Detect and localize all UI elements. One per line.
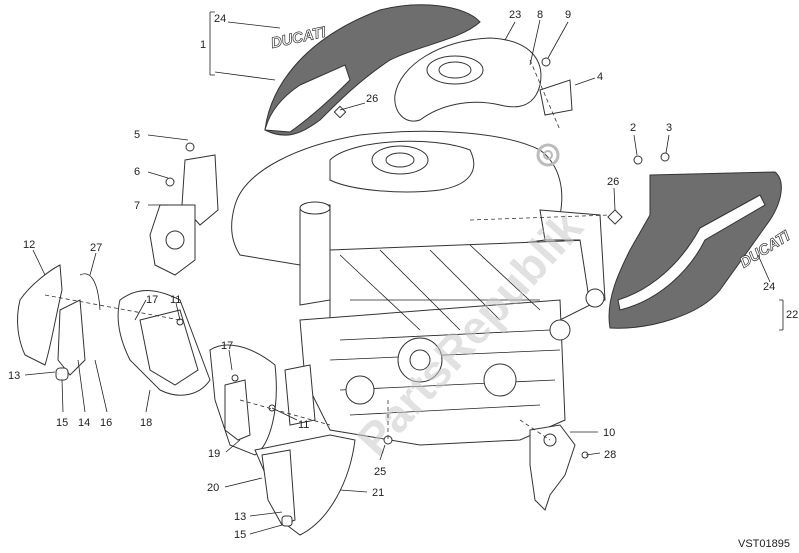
callout-13-bottom: 13 <box>234 511 246 523</box>
callout-26-right: 26 <box>607 176 619 188</box>
callout-4: 4 <box>597 71 603 83</box>
callout-3: 3 <box>666 122 672 134</box>
callout-15-bottom: 15 <box>234 529 246 541</box>
bracket-lower-right <box>529 424 576 511</box>
assembly-dash-lines <box>44 59 611 441</box>
callout-24-right: 24 <box>763 281 775 293</box>
callout-13-left: 13 <box>8 370 20 382</box>
callout-17-left: 17 <box>146 294 158 306</box>
callout-5: 5 <box>134 129 140 141</box>
callout-11-left: 11 <box>170 294 181 306</box>
callout-15-left: 15 <box>56 417 68 429</box>
callout-22: 22 <box>786 309 798 321</box>
callout-24-top: 24 <box>214 13 226 25</box>
callout-9: 9 <box>565 9 571 21</box>
callout-20: 20 <box>207 482 219 494</box>
callout-26-top: 26 <box>366 93 378 105</box>
callout-8: 8 <box>537 9 543 21</box>
callout-1: 1 <box>200 39 206 51</box>
callout-7: 7 <box>134 200 140 212</box>
fairing-lower-center <box>209 344 356 536</box>
callout-25: 25 <box>374 466 386 478</box>
callout-14: 14 <box>78 417 90 429</box>
side-panel-right: DUCATI <box>608 171 794 329</box>
callout-2: 2 <box>630 122 636 134</box>
callout-23: 23 <box>509 9 521 21</box>
fairing-parts-left <box>17 264 211 396</box>
fuel-tank-frame-assembly <box>231 130 606 446</box>
callout-27: 27 <box>90 242 102 254</box>
callout-12: 12 <box>23 239 35 251</box>
callout-18: 18 <box>140 417 152 429</box>
callout-6: 6 <box>134 166 140 178</box>
callout-21: 21 <box>372 487 384 499</box>
tank-cover-left: DUCATI <box>264 4 481 136</box>
group-bracket-22 <box>779 299 784 331</box>
group-bracket-1 <box>209 11 215 76</box>
callout-labels: 1 24 23 8 9 4 26 5 6 7 2 3 26 12 27 17 1… <box>8 9 798 541</box>
callout-16: 16 <box>100 417 112 429</box>
bracket-upper-left <box>149 142 219 276</box>
diagram-code: VST01895 <box>738 538 790 550</box>
watermark-gear-icon <box>536 143 560 167</box>
tank-center-cover <box>394 37 573 122</box>
callout-17-center: 17 <box>221 340 233 352</box>
callout-28: 28 <box>604 449 616 461</box>
callout-19: 19 <box>208 448 220 460</box>
callout-10: 10 <box>603 427 615 439</box>
callout-11-center: 11 <box>298 419 309 431</box>
